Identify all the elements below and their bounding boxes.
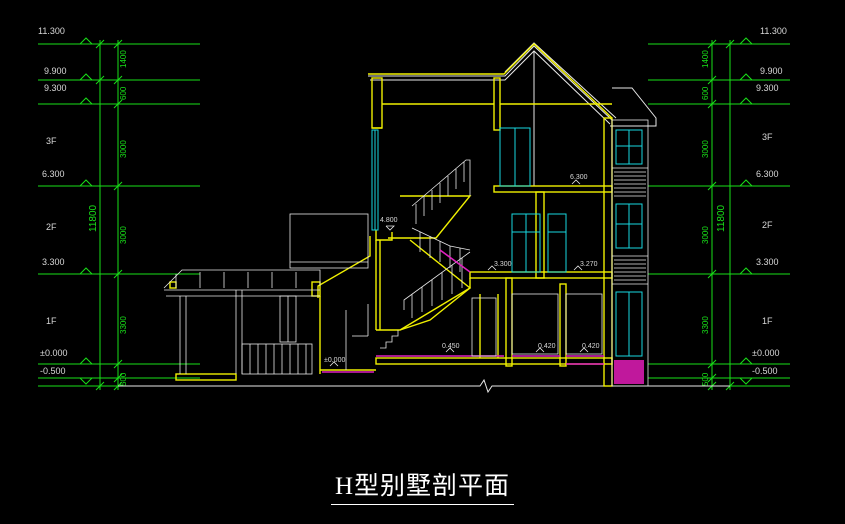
left-dim-total: 11800 [88, 204, 99, 232]
level-6300-inner: 6.300 [570, 174, 588, 181]
left-dimension-system [38, 37, 200, 391]
level-0450: 0.450 [442, 343, 460, 350]
right-dim-3300: 3300 [701, 316, 710, 334]
level-0420a: 0.420 [538, 343, 556, 350]
left-dim-600: 600 [119, 86, 128, 100]
level-3300-inner: 3.300 [494, 261, 512, 268]
right-elev-neg500: -0.500 [752, 366, 778, 376]
right-floor-1f: 1F [762, 316, 773, 326]
left-floor-2f: 2F [46, 222, 57, 232]
right-elev-0: ±0.000 [752, 348, 779, 358]
right-dim-3000a: 3000 [701, 140, 710, 158]
right-floor-3f: 3F [762, 132, 773, 142]
left-dim-3000b: 3000 [119, 226, 128, 244]
left-elev-0: ±0.000 [40, 348, 67, 358]
left-elev-9300: 9.300 [44, 83, 67, 93]
left-elev-9900: 9.900 [44, 66, 67, 76]
left-dim-3300: 3300 [119, 316, 128, 334]
right-dim-500: 500 [701, 372, 710, 386]
right-dim-3000b: 3000 [701, 226, 710, 244]
left-elev-3300: 3.300 [42, 257, 65, 267]
level-3270: 3.270 [580, 261, 598, 268]
facade-details [471, 119, 649, 387]
left-elev-neg500: -0.500 [40, 366, 66, 376]
right-dimension-system [648, 37, 790, 391]
right-elev-6300: 6.300 [756, 169, 779, 179]
right-dim-1400: 1400 [701, 50, 710, 68]
left-dim-3000a: 3000 [119, 140, 128, 158]
ground-line [118, 378, 730, 394]
porch [163, 269, 369, 375]
level-4800: 4.800 [380, 217, 398, 224]
right-dim-total: 11800 [716, 204, 727, 232]
windows [371, 127, 643, 357]
right-dim-600: 600 [701, 86, 710, 100]
stairs [289, 159, 471, 349]
left-dim-500: 500 [119, 372, 128, 386]
roof [368, 42, 657, 186]
left-dim-1400: 1400 [119, 50, 128, 68]
entry-steps [614, 360, 644, 384]
inner-level-markers [329, 179, 589, 367]
level-0-inner: ±0.000 [324, 357, 345, 364]
drawing-title-text: H型别墅剖平面 [330, 466, 515, 505]
left-floor-1f: 1F [46, 316, 57, 326]
right-elev-9300: 9.300 [756, 83, 779, 93]
right-elev-11300: 11.300 [760, 26, 787, 36]
building-section [163, 42, 657, 387]
left-floor-3f: 3F [46, 136, 57, 146]
right-floor-2f: 2F [762, 220, 773, 230]
right-elev-3300: 3.300 [756, 257, 779, 267]
left-elev-6300: 6.300 [42, 169, 65, 179]
drawing-title: H型别墅剖平面 [0, 466, 845, 505]
right-elev-9900: 9.900 [760, 66, 783, 76]
level-0420b: 0.420 [582, 343, 600, 350]
left-elev-11300: 11.300 [38, 26, 65, 36]
